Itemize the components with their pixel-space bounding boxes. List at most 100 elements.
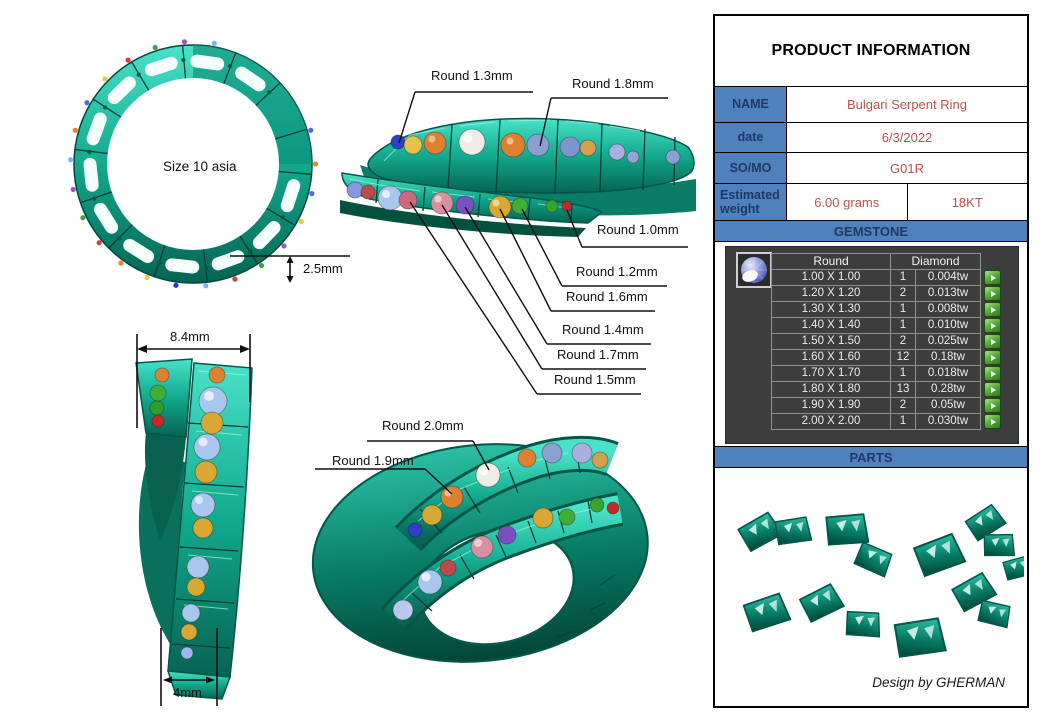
gem-qty-cell: 1 — [890, 301, 916, 318]
gem-weight-cell: 0.004tw — [915, 269, 981, 286]
date-label: date — [715, 123, 787, 152]
gem-qty-cell: 13 — [890, 381, 916, 398]
gem-size-cell: 1.60 X 1.60 — [771, 349, 891, 366]
play-arrow-icon — [990, 338, 996, 345]
ring-profile-view-render — [100, 335, 270, 715]
gem-row-expand-button[interactable] — [984, 398, 1001, 413]
gem-row-expand-button[interactable] — [984, 318, 1001, 333]
gem-callout: Round 1.7mm — [557, 347, 639, 362]
info-row-weight: Estimated weight 6.00 grams 18KT — [715, 183, 1027, 220]
gem-row-expand-button[interactable] — [984, 382, 1001, 397]
ring-top-view-render — [30, 20, 350, 305]
name-value: Bulgari Serpent Ring — [847, 97, 967, 112]
shape-column-header: Round — [771, 253, 891, 270]
play-arrow-icon — [990, 370, 996, 377]
gem-qty-cell: 1 — [890, 269, 916, 286]
top-width-dimension: 8.4mm — [170, 329, 210, 344]
gem-size-cell: 1.80 X 1.80 — [771, 381, 891, 398]
product-info-panel: PRODUCT INFORMATION NAME Bulgari Serpent… — [713, 14, 1029, 708]
gem-callout: Round 1.0mm — [597, 222, 679, 237]
gem-size-cell: 1.20 X 1.20 — [771, 285, 891, 302]
gem-table-row: 1.40 X 1.40 1 0.010tw — [771, 317, 1004, 334]
gem-weight-cell: 0.28tw — [915, 381, 981, 398]
name-label: NAME — [715, 87, 787, 122]
gem-row-expand-button[interactable] — [984, 270, 1001, 285]
gem-callout: Round 1.9mm — [332, 453, 414, 468]
gem-weight-cell: 0.018tw — [915, 365, 981, 382]
gem-callout: Round 1.6mm — [566, 289, 648, 304]
weight-label: Estimated weight — [715, 184, 787, 220]
play-arrow-icon — [990, 354, 996, 361]
gem-callout: Round 1.8mm — [572, 76, 654, 91]
gem-qty-cell: 1 — [890, 317, 916, 334]
type-column-header: Diamond — [890, 253, 981, 270]
gem-qty-cell: 2 — [890, 333, 916, 350]
gem-table-row: 1.20 X 1.20 2 0.013tw — [771, 285, 1004, 302]
gem-weight-cell: 0.013tw — [915, 285, 981, 302]
band-height-dimension: 2.5mm — [303, 261, 343, 276]
gem-row-expand-button[interactable] — [984, 302, 1001, 317]
gem-size-cell: 1.00 X 1.00 — [771, 269, 891, 286]
gem-size-cell: 1.40 X 1.40 — [771, 317, 891, 334]
play-arrow-icon — [990, 402, 996, 409]
gem-weight-cell: 0.025tw — [915, 333, 981, 350]
parts-section-header: PARTS — [715, 446, 1027, 468]
gem-qty-cell: 12 — [890, 349, 916, 366]
parts-render — [735, 501, 1024, 663]
gem-size-cell: 2.00 X 2.00 — [771, 413, 891, 430]
gem-qty-cell: 1 — [890, 365, 916, 382]
ring-perspective-view-render — [300, 415, 660, 685]
bottom-width-dimension: 4mm — [173, 685, 202, 700]
gem-size-cell: 1.30 X 1.30 — [771, 301, 891, 318]
gem-size-cell: 1.90 X 1.90 — [771, 397, 891, 414]
gem-table-row: 2.00 X 2.00 1 0.030tw — [771, 413, 1004, 430]
gem-qty-cell: 1 — [890, 413, 916, 430]
gem-qty-cell: 2 — [890, 285, 916, 302]
gem-weight-cell: 0.010tw — [915, 317, 981, 334]
gemstone-section-header: GEMSTONE — [715, 220, 1027, 242]
gem-qty-cell: 2 — [890, 397, 916, 414]
date-value: 6/3/2022 — [881, 130, 933, 145]
gem-table-row: 1.70 X 1.70 1 0.018tw — [771, 365, 1004, 382]
gemstone-panel: Round Diamond 1.00 X 1.00 1 0.004tw 1.20… — [726, 247, 1018, 443]
info-row-date: date 6/3/2022 — [715, 122, 1027, 152]
somo-value: G01R — [890, 160, 924, 176]
play-arrow-icon — [990, 322, 996, 329]
gem-callout: Round 2.0mm — [382, 418, 464, 433]
play-arrow-icon — [990, 306, 996, 313]
gem-size-cell: 1.70 X 1.70 — [771, 365, 891, 382]
gem-size-cell: 1.50 X 1.50 — [771, 333, 891, 350]
gem-table-row: 1.90 X 1.90 2 0.05tw — [771, 397, 1004, 414]
page-title: PRODUCT INFORMATION — [771, 42, 971, 59]
gem-row-expand-button[interactable] — [984, 366, 1001, 381]
info-row-name: NAME Bulgari Serpent Ring — [715, 86, 1027, 122]
somo-label: SO/MO — [715, 153, 787, 183]
gem-table-row: 1.30 X 1.30 1 0.008tw — [771, 301, 1004, 318]
play-arrow-icon — [990, 386, 996, 393]
karat-value: 18KT — [906, 184, 1028, 220]
gem-weight-cell: 0.05tw — [915, 397, 981, 414]
gem-callout: Round 1.2mm — [576, 264, 658, 279]
gem-table-header: Round Diamond — [771, 253, 1004, 270]
gem-table-row: 1.50 X 1.50 2 0.025tw — [771, 333, 1004, 350]
gem-table-row: 1.80 X 1.80 13 0.28tw — [771, 381, 1004, 398]
gem-weight-cell: 0.030tw — [915, 413, 981, 430]
weight-value: 6.00 grams — [814, 194, 880, 210]
gem-weight-cell: 0.18tw — [915, 349, 981, 366]
info-row-somo: SO/MO G01R — [715, 152, 1027, 183]
parts-panel: Design by GHERMAN — [715, 468, 1027, 706]
gem-callout: Round 1.5mm — [554, 372, 636, 387]
play-arrow-icon — [990, 418, 996, 425]
gem-row-expand-button[interactable] — [984, 286, 1001, 301]
round-gem-icon — [736, 252, 772, 288]
gem-row-expand-button[interactable] — [984, 334, 1001, 349]
ring-size-label: Size 10 asia — [163, 159, 237, 174]
gem-row-expand-button[interactable] — [984, 414, 1001, 429]
gem-row-expand-button[interactable] — [984, 350, 1001, 365]
design-credit: Design by GHERMAN — [872, 675, 1005, 690]
gemstone-table: Round Diamond 1.00 X 1.00 1 0.004tw 1.20… — [771, 253, 1004, 430]
gem-table-row: 1.00 X 1.00 1 0.004tw — [771, 269, 1004, 286]
gem-table-row: 1.60 X 1.60 12 0.18tw — [771, 349, 1004, 366]
play-arrow-icon — [990, 274, 996, 281]
